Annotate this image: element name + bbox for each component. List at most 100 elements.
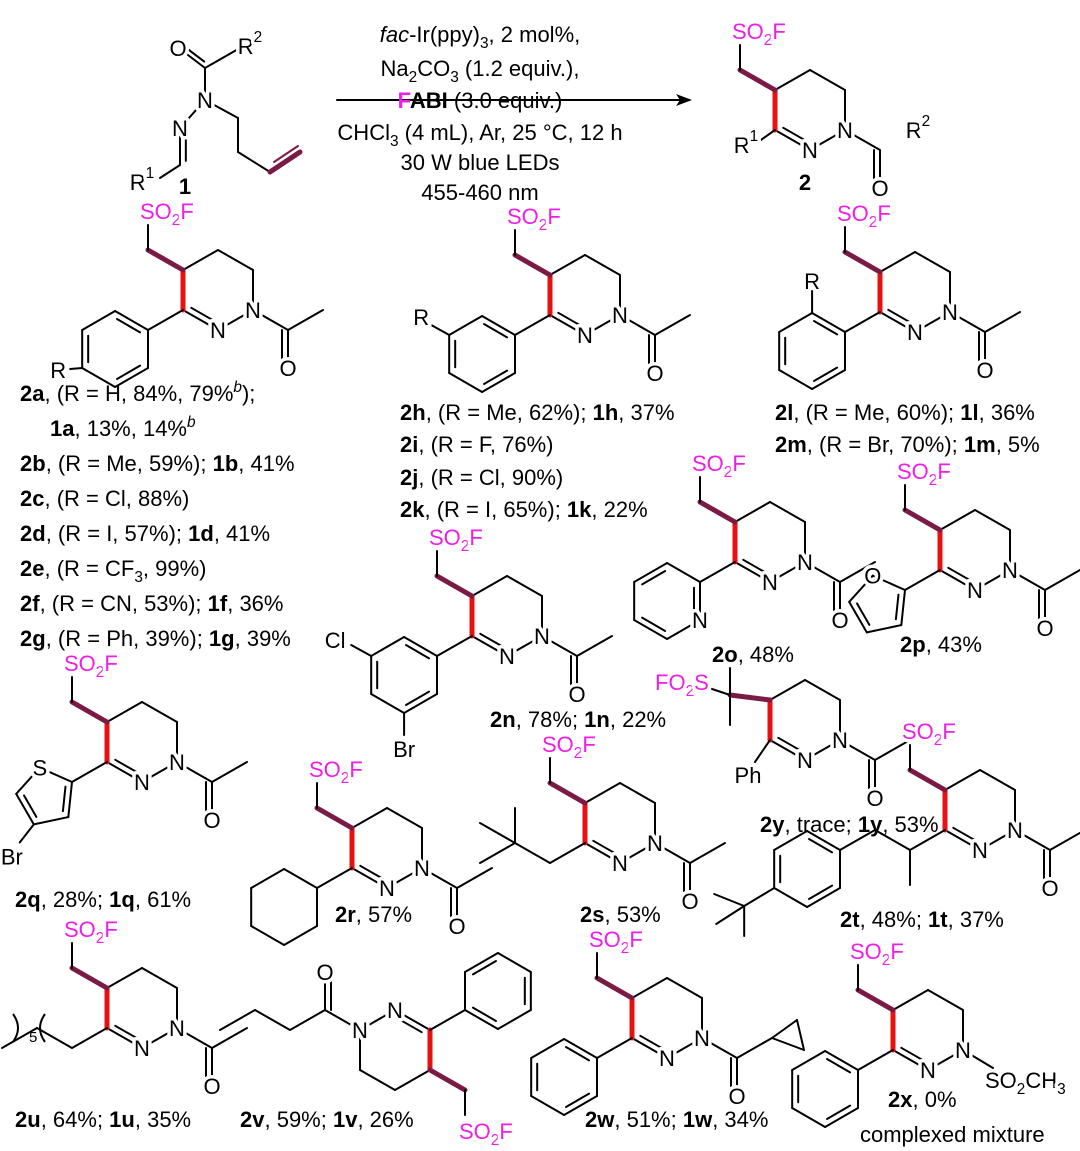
text-segment: N bbox=[797, 748, 813, 773]
text-segment: 2 bbox=[1017, 1081, 1026, 1098]
bond bbox=[183, 51, 206, 69]
text-segment: , 35% bbox=[135, 1107, 191, 1132]
highlighted-bond bbox=[273, 145, 299, 163]
so2f-group: SO2F bbox=[459, 1119, 513, 1149]
so2f-group: SO2F bbox=[429, 525, 483, 555]
text-segment: , 53% bbox=[882, 812, 938, 837]
text-segment: , (R = Br, 70%); bbox=[807, 432, 964, 457]
so2f-group: SO2F bbox=[589, 927, 643, 957]
text-segment: N bbox=[942, 300, 958, 325]
highlighted-bond bbox=[727, 692, 773, 703]
text-segment: SO bbox=[732, 19, 764, 44]
bond bbox=[106, 761, 143, 783]
text-segment: , 36% bbox=[227, 591, 283, 616]
bond bbox=[904, 569, 941, 591]
text-segment: 2 bbox=[409, 69, 418, 86]
text-segment: , 57% bbox=[356, 902, 412, 927]
bond bbox=[927, 989, 964, 1011]
text-segment: O bbox=[646, 361, 663, 386]
atom-label: N bbox=[172, 116, 188, 141]
text-segment: , (R = Me, 62%); bbox=[426, 400, 593, 425]
text-segment: F bbox=[942, 719, 955, 744]
text-segment: R bbox=[734, 133, 750, 158]
ring-bond bbox=[250, 925, 286, 946]
text-segment: 2 bbox=[929, 472, 938, 489]
atom-label: R bbox=[804, 269, 820, 294]
ring-bond bbox=[32, 816, 70, 826]
bond bbox=[549, 254, 586, 276]
text-segment: 5 bbox=[29, 1029, 37, 1046]
text-segment: S bbox=[32, 755, 47, 780]
double-bond-line bbox=[856, 602, 871, 626]
bond bbox=[147, 309, 184, 331]
text-segment: 2 bbox=[96, 930, 105, 947]
arrow-head-icon bbox=[676, 94, 692, 106]
double-bond-line bbox=[186, 47, 206, 63]
ring-bond bbox=[370, 636, 406, 657]
double-bond-line bbox=[405, 690, 431, 706]
compound-caption: 2i, (R = F, 76%) bbox=[400, 432, 553, 457]
text-segment: SO bbox=[542, 732, 574, 757]
so2f-group: SO2F bbox=[692, 451, 746, 481]
compound-caption: 2n, 78%; 1n, 22% bbox=[490, 707, 666, 732]
ring-bond bbox=[15, 792, 35, 826]
text-segment: 2e bbox=[20, 556, 44, 581]
text-segment: R bbox=[50, 358, 66, 383]
atom-label: N bbox=[379, 876, 395, 901]
atom-label: O bbox=[1041, 876, 1058, 901]
atom-label: O bbox=[279, 356, 296, 381]
text-segment: 2r bbox=[335, 902, 356, 927]
highlighted-bond bbox=[855, 987, 896, 1013]
bond bbox=[584, 254, 621, 276]
bond bbox=[892, 1049, 929, 1071]
ring-bond bbox=[496, 952, 532, 973]
ring-bond bbox=[806, 830, 841, 851]
bond bbox=[351, 867, 388, 889]
bond bbox=[734, 561, 771, 583]
text-segment: F bbox=[582, 732, 595, 757]
text-segment: , (R = Cl, 88%) bbox=[44, 486, 189, 511]
text-segment: N bbox=[967, 578, 983, 603]
ring-bond bbox=[464, 952, 499, 973]
atom-label: R1 bbox=[130, 165, 154, 195]
bond bbox=[914, 311, 951, 333]
atom-label: N bbox=[169, 750, 185, 775]
ring-bond bbox=[811, 312, 846, 333]
bond bbox=[654, 842, 691, 864]
text-segment: O bbox=[568, 682, 585, 707]
text-segment: , (R = I, 57%); bbox=[46, 521, 188, 546]
atom-label: O bbox=[976, 358, 993, 383]
bond bbox=[944, 769, 981, 791]
text-segment: , (R = I, 65%); bbox=[424, 497, 566, 522]
ring-bond bbox=[283, 868, 318, 889]
bond bbox=[804, 739, 841, 761]
text-segment: , 13%, 14% bbox=[74, 416, 187, 441]
bond bbox=[541, 635, 578, 657]
bond bbox=[839, 561, 876, 583]
compound-caption: 1a, 13%, 14%b bbox=[50, 414, 196, 441]
double-bond-line bbox=[114, 758, 141, 775]
double-bond-line bbox=[23, 794, 38, 818]
atom-label: O bbox=[169, 36, 186, 61]
highlighted-bond bbox=[737, 67, 778, 93]
text-segment: , (R = Me, 59%); bbox=[46, 451, 213, 476]
double-bond-line bbox=[742, 558, 769, 575]
atom-label: O bbox=[316, 960, 333, 985]
atom-label: N bbox=[942, 300, 958, 325]
text-segment: CO bbox=[417, 56, 450, 81]
bond bbox=[804, 561, 841, 583]
bond bbox=[471, 635, 508, 657]
atom-label: R bbox=[413, 305, 429, 330]
double-bond-line bbox=[483, 323, 509, 339]
text-segment: SO bbox=[459, 1119, 491, 1144]
text-segment: 2 bbox=[764, 32, 773, 49]
atom-label: N bbox=[907, 320, 923, 345]
atom-label: N bbox=[197, 88, 213, 113]
bond bbox=[809, 69, 846, 91]
text-segment: 3 bbox=[390, 133, 399, 150]
text-segment: , 0% bbox=[912, 1087, 956, 1112]
text-segment: N bbox=[692, 608, 708, 633]
